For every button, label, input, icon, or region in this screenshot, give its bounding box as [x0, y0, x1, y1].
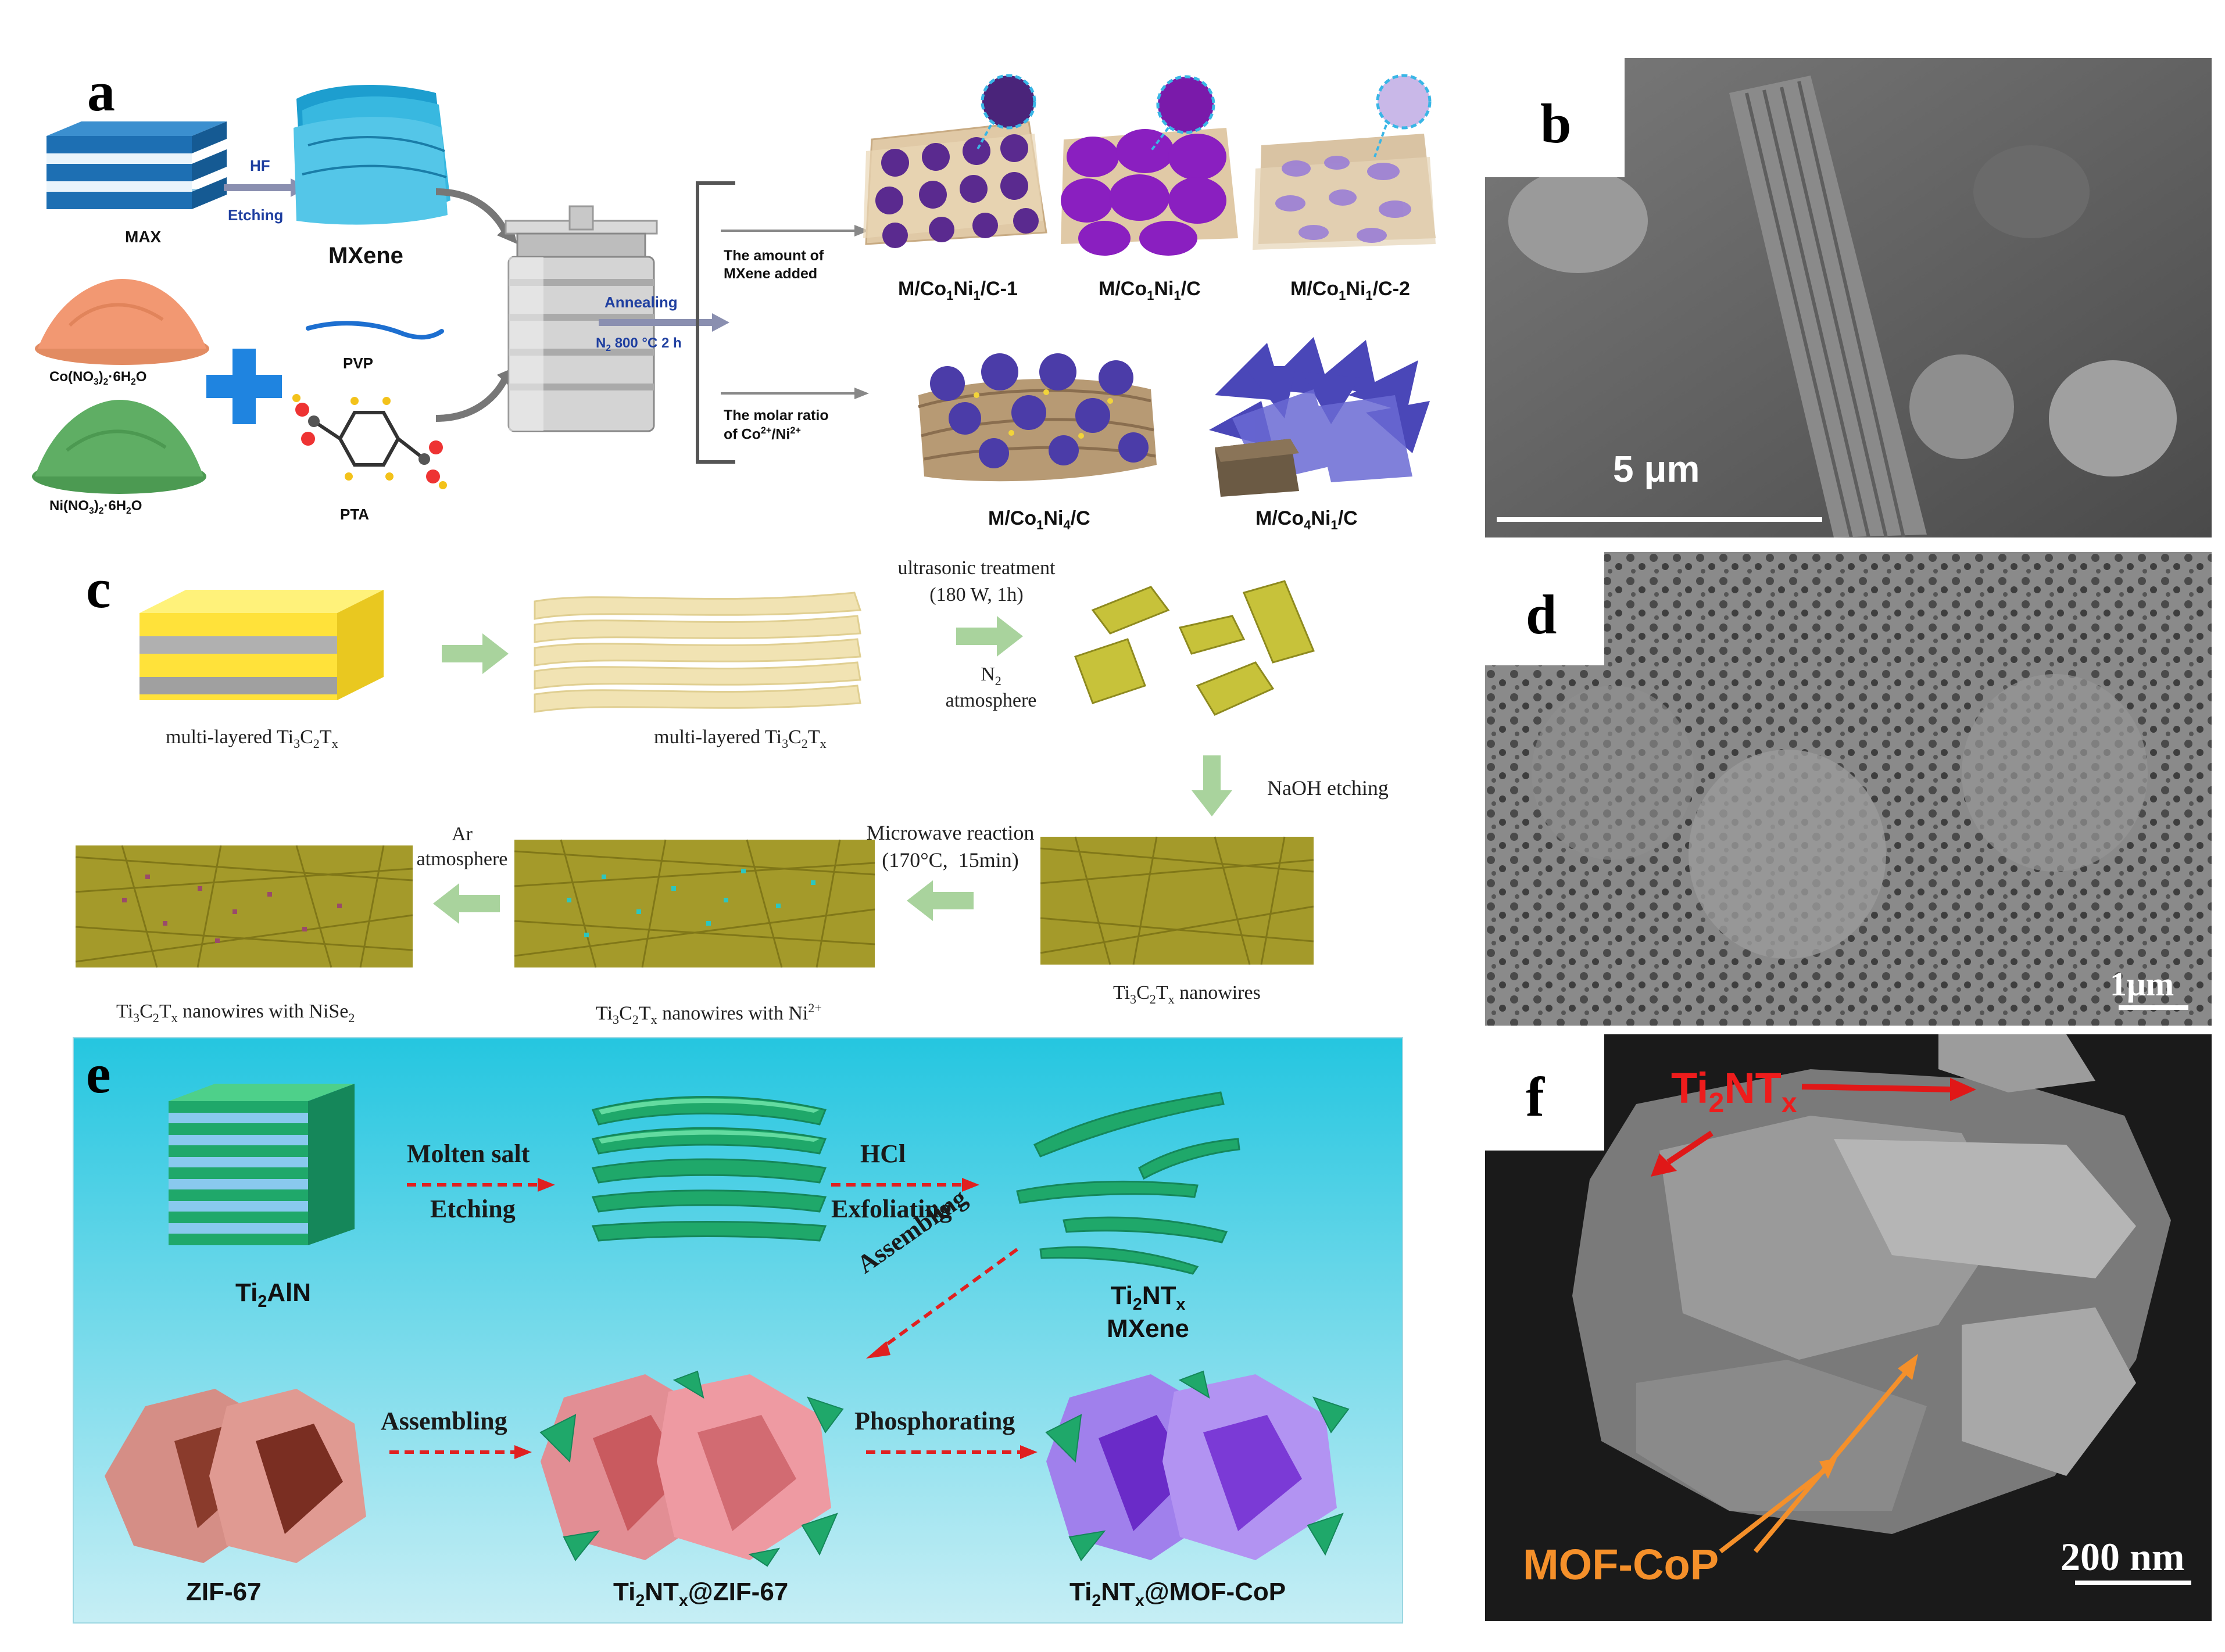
exfoliated-stack	[591, 1096, 827, 1242]
stage-label-1: multi-layered Ti3C2Tx	[166, 726, 338, 751]
nanowires-label: Ti3C2Tx nanowires	[1113, 982, 1261, 1006]
red-arrow-4	[866, 1445, 1038, 1459]
multilayer-block-2	[534, 592, 862, 713]
pvp-label: PVP	[343, 354, 374, 372]
product-co1ni1-c1	[863, 74, 1047, 248]
multilayer-block-1	[139, 590, 384, 700]
branch-arrow-1	[721, 225, 869, 236]
scale-bar-f: 200 nm	[2061, 1535, 2185, 1579]
mxene-sheets	[294, 85, 450, 225]
red-arrow-2	[831, 1178, 979, 1192]
mxene-label: MXene	[328, 243, 403, 268]
ti2aln-stack	[169, 1084, 355, 1245]
panel-label-c: c	[86, 557, 111, 619]
branch-arrow-2	[721, 388, 869, 399]
scale-bar-d: 1μm	[2110, 965, 2174, 1003]
nanowires-nise-label: Ti3C2Tx nanowires with NiSe2	[116, 1001, 355, 1025]
nanowire-mat-ni	[514, 839, 875, 968]
product-label-2: M/Co1Ni1/C	[1099, 278, 1201, 303]
nanowires-ni-label: Ti3C2Tx nanowires with Ni2+	[596, 1001, 822, 1027]
green-arrow-1	[442, 633, 509, 674]
sem-image-f	[1485, 1034, 2212, 1621]
etching-label-e: Etching	[430, 1195, 516, 1223]
hf-label: HF	[250, 157, 270, 174]
pta-label: PTA	[340, 506, 370, 523]
product-label-3: M/Co1Ni1/C-2	[1290, 278, 1410, 303]
red-arrow-diagonal	[866, 1248, 1018, 1359]
scale-bar-b: 5 μm	[1613, 448, 1700, 490]
product-co1ni1-c2	[1253, 74, 1436, 250]
product-label-5: M/Co4Ni1/C	[1255, 507, 1358, 532]
annealing-condition: N2 800 °C 2 h	[596, 335, 682, 353]
exfoliating-label: Exfoliating	[831, 1195, 952, 1223]
max-label: MAX	[125, 228, 162, 246]
microwave-label: Microwave reaction(170°C, 15min)	[866, 821, 1035, 872]
ni-nitrate-label: Ni(NO3)2·6H2O	[49, 498, 142, 516]
green-arrow-left-2	[433, 883, 500, 924]
molten-salt-label: Molten salt	[407, 1139, 530, 1168]
panel-label-f: f	[1526, 1066, 1544, 1128]
co-nitrate-label: Co(NO3)2·6H2O	[49, 369, 147, 387]
sem-image-b	[1485, 58, 2212, 537]
nanowire-mat-1	[1040, 836, 1314, 965]
hcl-label: HCl	[860, 1139, 906, 1168]
annealing-arrow	[599, 313, 729, 332]
pvp-strand	[306, 321, 444, 340]
flakes	[1074, 580, 1315, 716]
ti2ntx-mofcop-composite	[1045, 1370, 1350, 1561]
red-arrow-1	[407, 1178, 555, 1192]
product-co1ni4-c	[918, 353, 1157, 482]
ti2ntx-mofcop-label: Ti2NTx@MOF-CoP	[1069, 1578, 1286, 1610]
stage-label-2: multi-layered Ti3C2Tx	[654, 726, 827, 751]
ti2ntx-zif67-label: Ti2NTx@ZIF-67	[613, 1578, 789, 1610]
co-nitrate-pile	[35, 279, 209, 365]
autoclave-reactor	[505, 205, 658, 432]
panel-label-a: a	[87, 60, 115, 123]
product-label-4: M/Co1Ni4/C	[988, 507, 1090, 532]
nanowire-mat-nise	[75, 845, 413, 968]
product-label-1: M/Co1Ni1/C-1	[898, 278, 1018, 303]
product-co1ni1-c	[1061, 75, 1238, 256]
ni-nitrate-pile	[32, 400, 206, 494]
green-arrow-left-1	[907, 880, 974, 921]
green-arrow-2	[956, 616, 1023, 657]
orange-annotation-arrows	[1719, 1354, 1918, 1554]
assembling-label: Assembling	[381, 1407, 507, 1435]
green-arrow-down	[1192, 755, 1232, 816]
mofcop-annotation: MOF-CoP	[1523, 1540, 1719, 1589]
ti2aln-label: Ti2AlN	[235, 1278, 311, 1311]
zif67-crystals	[105, 1389, 366, 1563]
zif67-label: ZIF-67	[186, 1578, 262, 1606]
ti2ntx-annotation: Ti2NTx	[1671, 1064, 1797, 1119]
ti2ntx-zif67-composite	[539, 1370, 844, 1567]
panel-label-e: e	[86, 1042, 111, 1105]
panel-label-d: d	[1526, 583, 1557, 646]
bracket	[696, 181, 735, 464]
product-co4ni1-c	[1209, 337, 1430, 497]
phosphorating-label: Phosphorating	[854, 1407, 1015, 1435]
mxene-flakes-e	[1016, 1091, 1240, 1275]
red-arrow-3	[389, 1445, 532, 1459]
sem-image-d	[1485, 552, 2212, 1026]
hf-arrow	[224, 178, 308, 197]
etching-label: Etching	[228, 206, 284, 224]
red-annotation-arrows	[1651, 1078, 1976, 1177]
naoh-label: NaOH etching	[1267, 776, 1389, 800]
plus-icon	[206, 349, 282, 424]
pta-molecule	[292, 394, 447, 489]
max-stack	[46, 121, 227, 209]
ultrasonic-label: ultrasonic treatment(180 W, 1h)	[897, 557, 1056, 605]
annealing-label: Annealing	[604, 293, 678, 311]
panel-label-b: b	[1540, 92, 1572, 155]
